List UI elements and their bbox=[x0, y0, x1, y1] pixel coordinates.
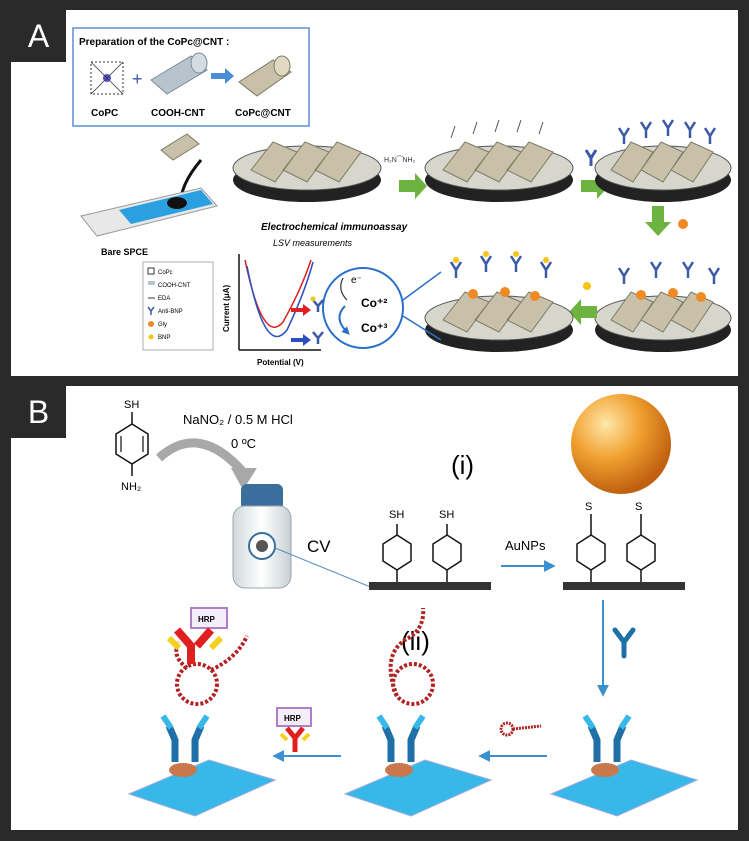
s-left-label: S bbox=[585, 501, 592, 513]
reagent-copc-cnt: CoPc@CNT bbox=[235, 108, 291, 119]
step-arrow-3-icon bbox=[645, 206, 671, 236]
assay-label: Electrochemical immunoassay bbox=[261, 222, 408, 233]
legend-box: CoPc COOH-CNT EDA Anti-BNP Gly BNP bbox=[142, 261, 214, 351]
lsv-plot: LSV measurements Current (μA) Potential … bbox=[222, 238, 353, 367]
preparation-box: Preparation of the CoPc@CNT : + CoPC COO… bbox=[72, 27, 310, 127]
legend-gly-icon bbox=[148, 321, 154, 327]
co2-label: Co⁺² bbox=[361, 296, 387, 310]
legend-copc-icon bbox=[147, 267, 155, 275]
prep-arrow-icon bbox=[211, 68, 234, 84]
plus-sign: + bbox=[132, 69, 143, 89]
legend-cooh-cnt: COOH-CNT bbox=[158, 283, 191, 289]
reagent-cooh-cnt: COOH-CNT bbox=[151, 108, 205, 119]
floating-cnt-icon bbox=[160, 133, 200, 161]
bnp-icon bbox=[583, 282, 591, 290]
copc-cnt-icon bbox=[238, 55, 292, 97]
electrode-strip-right bbox=[549, 714, 699, 817]
redox-zoom-circle: e⁻ Co⁺² Co⁺³ bbox=[322, 267, 442, 349]
step-arrow-4-icon bbox=[569, 299, 597, 325]
disc-copc-cnt bbox=[232, 141, 382, 202]
panel-b-figure: SH NH₂ NaNO₂ / 0.5 M HCl 0 ºC CV (i) bbox=[115, 394, 699, 817]
legend-antibody-icon bbox=[147, 306, 155, 315]
gold-nanoparticle bbox=[571, 394, 671, 494]
eda-molecule-icon: H₂N⁀NH₂ bbox=[384, 155, 416, 164]
prep-title: Preparation of the CoPc@CNT : bbox=[79, 37, 229, 48]
red-arrow-icon bbox=[291, 304, 311, 316]
hairpin-probe-icon bbox=[499, 721, 542, 737]
panel-a-figure: Preparation of the CoPc@CNT : + CoPC COO… bbox=[72, 27, 732, 367]
bare-spce-label: Bare SPCE bbox=[101, 247, 148, 257]
curved-arrow-icon bbox=[155, 438, 247, 476]
disc-gly bbox=[594, 261, 732, 352]
reaction-temperature: 0 ºC bbox=[231, 436, 256, 451]
panel-b: SH NH₂ NaNO₂ / 0.5 M HCl 0 ºC CV (i) bbox=[11, 386, 738, 830]
legend-eda: EDA bbox=[158, 296, 170, 302]
reagent-copc: CoPC bbox=[91, 108, 118, 119]
nh2-label: NH₂ bbox=[121, 481, 141, 493]
panel-a: Preparation of the CoPc@CNT : + CoPC COO… bbox=[11, 10, 738, 376]
sh-right-label: SH bbox=[439, 509, 454, 521]
hrp-big-label: HRP bbox=[198, 615, 216, 624]
cv-label: CV bbox=[307, 537, 331, 556]
legend-copc: CoPc bbox=[158, 270, 173, 276]
copc-molecule-icon bbox=[90, 61, 124, 95]
zoom-line bbox=[274, 547, 374, 589]
sh-top-label: SH bbox=[124, 399, 139, 411]
capture-antibody-icon bbox=[612, 627, 636, 659]
anti-bnp-icon bbox=[584, 149, 598, 166]
aminothiophenol-molecule: SH NH₂ bbox=[115, 399, 149, 493]
disc-eda bbox=[424, 119, 574, 202]
reaction-conditions: NaNO₂ / 0.5 M HCl bbox=[183, 412, 293, 427]
legend-anti-bnp: Anti-BNP bbox=[158, 309, 183, 315]
step-i-label: (i) bbox=[451, 450, 474, 480]
lsv-y-axis: Current (μA) bbox=[222, 285, 231, 332]
grafted-surface: SH SH bbox=[369, 509, 491, 590]
panel-a-tag: A bbox=[11, 10, 66, 62]
hrp-secondary-antibody-small: HRP bbox=[276, 707, 312, 752]
panel-b-tag: B bbox=[11, 386, 66, 438]
bare-spce-electrode bbox=[80, 187, 218, 237]
disc-bnp bbox=[424, 251, 574, 352]
gly-icon bbox=[678, 219, 688, 229]
legend-cnt-icon bbox=[148, 281, 155, 285]
disc-antibody bbox=[594, 119, 732, 202]
legend-bnp: BNP bbox=[158, 335, 170, 341]
electron-label: e⁻ bbox=[351, 275, 362, 286]
electrode-strip-left: HRP bbox=[127, 607, 277, 817]
co3-label: Co⁺³ bbox=[361, 321, 387, 335]
aunps-label: AuNPs bbox=[505, 538, 546, 553]
cooh-cnt-icon bbox=[150, 52, 208, 95]
blue-arrow-icon bbox=[291, 334, 311, 346]
aunp-surface: S S bbox=[563, 394, 685, 590]
lsv-title: LSV measurements bbox=[273, 238, 353, 248]
s-right-label: S bbox=[635, 501, 642, 513]
electrode-vial bbox=[232, 484, 292, 589]
legend-bnp-icon bbox=[148, 334, 154, 340]
hrp-small-label: HRP bbox=[284, 714, 302, 723]
lsv-x-axis: Potential (V) bbox=[257, 358, 304, 367]
electrode-strip-middle bbox=[343, 607, 493, 817]
sh-left-label: SH bbox=[389, 509, 404, 521]
legend-gly: Gly bbox=[158, 322, 167, 328]
step-arrow-1-icon bbox=[399, 173, 427, 199]
